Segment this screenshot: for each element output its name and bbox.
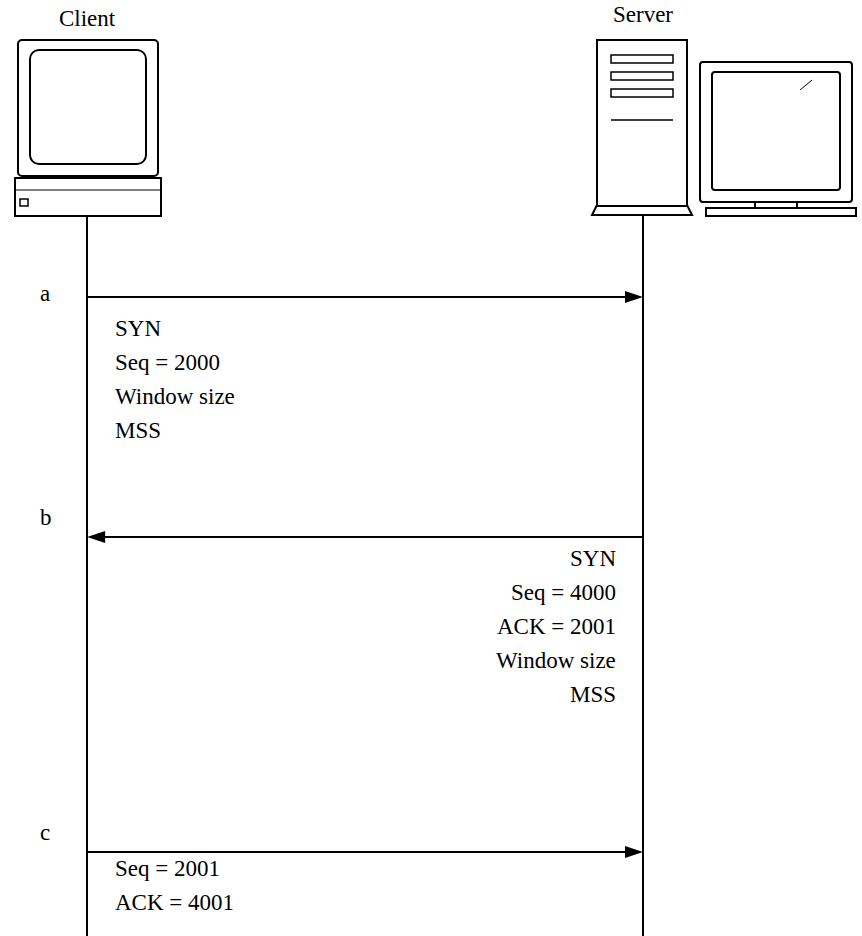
step-letter: c	[40, 820, 50, 846]
step-letter: a	[40, 281, 50, 307]
message-arrow	[87, 531, 643, 543]
segment-field: Seq = 4000	[511, 580, 616, 606]
segment-field: Seq = 2001	[115, 856, 220, 882]
segment-field: SYN	[115, 316, 161, 342]
segment-field: MSS	[570, 682, 616, 708]
segment-field: Window size	[115, 384, 235, 410]
host-name: Server	[613, 2, 673, 28]
segment-field: Window size	[496, 648, 616, 674]
segment-field: SYN	[570, 546, 616, 572]
host-node: Server	[610, 0, 676, 30]
step-letter: b	[40, 505, 52, 531]
client-lifeline	[86, 216, 88, 936]
server-computer-icon	[592, 40, 856, 216]
server-lifeline	[642, 215, 644, 936]
client-computer-icon	[15, 40, 161, 216]
message-arrow	[87, 291, 643, 303]
segment-field: MSS	[115, 418, 161, 444]
host-name: Client	[59, 6, 115, 32]
segment-field: ACK = 2001	[497, 614, 616, 640]
segment-field: ACK = 4001	[115, 890, 234, 916]
segment-field: Seq = 2000	[115, 350, 220, 376]
host-node: Client	[56, 4, 118, 34]
